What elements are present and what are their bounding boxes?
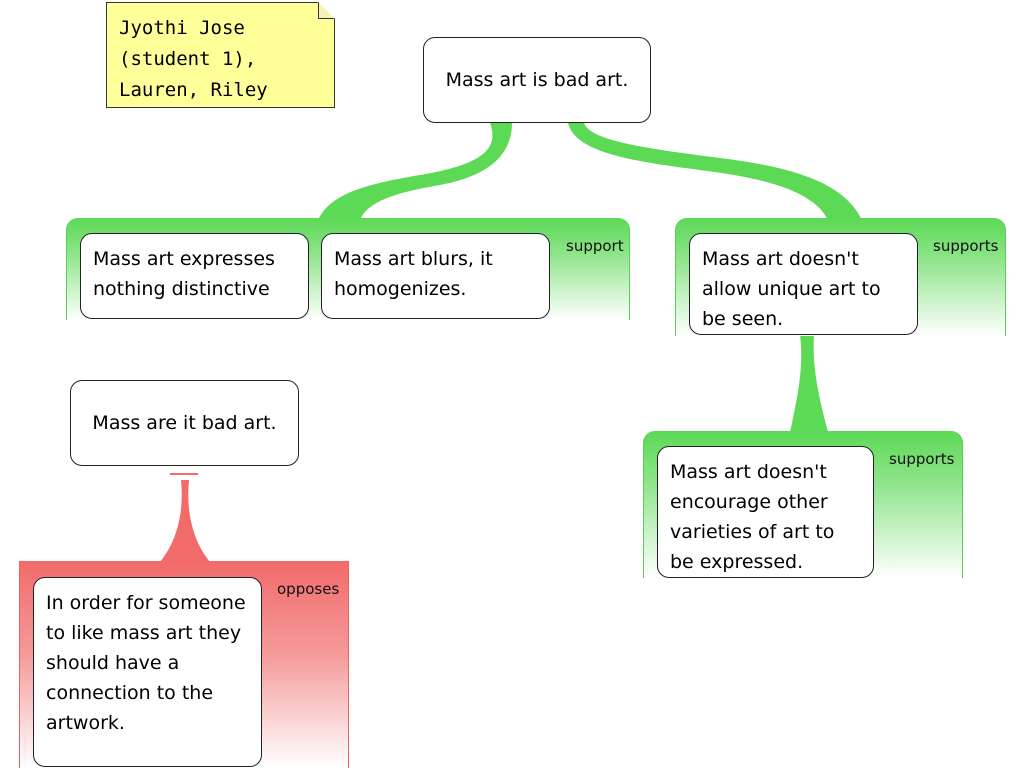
support-group-left-label: support (566, 237, 624, 255)
support-connector-sub (790, 335, 828, 432)
support-group-right-label: supports (933, 237, 999, 255)
support-connector-right (568, 123, 862, 220)
premise-blurs-homogenizes[interactable]: Mass art blurs, it homogenizes. (321, 233, 550, 319)
premise-unique-art[interactable]: Mass art doesn't allow unique art to be … (689, 233, 918, 335)
oppose-connector (160, 480, 210, 562)
objection-connection[interactable]: In order for someone to like mass art th… (33, 577, 262, 767)
premise-other-varieties[interactable]: Mass art doesn't encourage other varieti… (657, 446, 874, 578)
support-connector-left (318, 123, 512, 220)
support-group-sub-label: supports (889, 450, 955, 468)
premise-expresses-nothing[interactable]: Mass art expresses nothing distinctive (80, 233, 309, 319)
second-claim[interactable]: Mass are it bad art. (70, 380, 299, 466)
author-note[interactable]: Jyothi Jose (student 1), Lauren, Riley 1… (106, 2, 335, 108)
oppose-group-label: opposes (277, 580, 340, 598)
main-claim[interactable]: Mass art is bad art. (423, 37, 651, 123)
